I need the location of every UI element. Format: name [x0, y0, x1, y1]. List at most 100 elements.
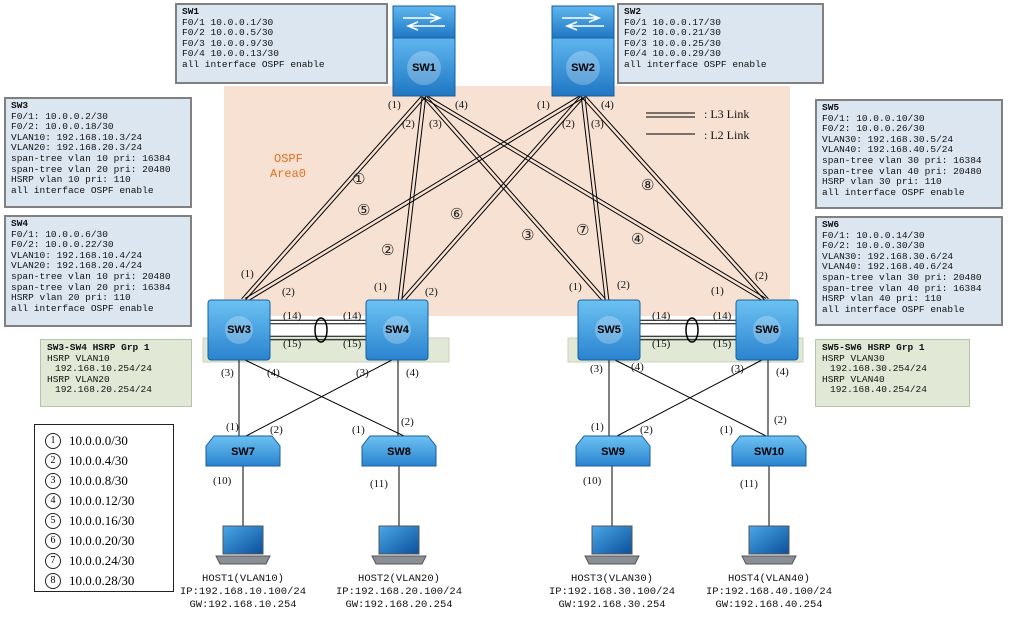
- info-line: span-tree vlan 40 pri: 20480: [822, 165, 982, 177]
- subnet-number: 2: [45, 453, 61, 469]
- info-line: F0/3 10.0.0.25/30: [624, 37, 721, 49]
- info-line: F0/2 10.0.0.5/30: [182, 27, 274, 39]
- subnet-network: 10.0.0.20/30: [69, 533, 135, 548]
- hsrp-left-box: SW3-SW4 HSRP Grp 1 HSRP VLAN10 192.168.1…: [40, 339, 192, 407]
- subnet-network: 10.0.0.0/30: [69, 433, 128, 448]
- hsrp-line: HSRP VLAN30: [822, 352, 885, 364]
- sw3-icon: [207, 299, 271, 361]
- ospf-area-label: OSPF Area0: [270, 152, 306, 182]
- host3-gw: GW:192.168.30.254: [558, 599, 666, 611]
- subnet-number: 7: [45, 553, 61, 569]
- info-line: VLAN10: 192.168.10.3/24: [11, 131, 143, 143]
- port-label-1: (1): [241, 268, 254, 280]
- host4-gw: GW:192.168.40.254: [715, 599, 823, 611]
- sw10-label: SW10: [754, 446, 784, 458]
- subnet-network: 10.0.0.8/30: [69, 473, 128, 488]
- port-label-4: (4): [776, 366, 789, 378]
- sw8-label: SW8: [387, 446, 411, 458]
- host4-label: HOST4(VLAN40) IP:192.168.40.100/24 GW:19…: [702, 573, 836, 612]
- l3-links: [241, 94, 769, 341]
- info-line: HSRP vlan 30 pri: 110: [822, 176, 942, 188]
- port-label-3: (3): [731, 363, 744, 375]
- sw7-label: SW7: [231, 446, 255, 458]
- port-label-1: (1): [591, 421, 604, 433]
- sw3-info-title: SW3: [11, 100, 29, 111]
- subnet-number: 3: [45, 473, 61, 489]
- sw1-info-box: SW1 F0/1 10.0.0.1/30 F0/2 10.0.0.5/30 F0…: [175, 3, 388, 84]
- port-label-1: (1): [374, 281, 387, 293]
- info-line: all interface OSPF enable: [822, 303, 965, 315]
- port-label-11: (11): [370, 478, 388, 490]
- sw4-info-box: SW4 F0/1: 10.0.0.6/30 F0/2: 10.0.0.22/30…: [4, 215, 192, 327]
- link-marker-7: ⑦: [576, 221, 590, 239]
- info-line: VLAN20: 192.168.20.4/24: [11, 260, 143, 272]
- port-label-2: (2): [282, 286, 295, 298]
- hsrp-line: 192.168.10.254/24: [55, 363, 152, 375]
- link-marker-1: ①: [352, 170, 366, 188]
- port-label-15: (15): [713, 338, 732, 350]
- info-line: span-tree vlan 20 pri: 16384: [11, 281, 171, 293]
- info-line: span-tree vlan 30 pri: 20480: [822, 271, 982, 283]
- host2-label: HOST2(VLAN20) IP:192.168.20.100/24 GW:19…: [332, 573, 466, 612]
- sw6-info-title: SW6: [822, 219, 840, 230]
- subnet-number: 8: [45, 573, 61, 589]
- info-line: all interface OSPF enable: [624, 58, 767, 70]
- info-line: span-tree vlan 10 pri: 16384: [11, 152, 171, 164]
- port-label-4: (4): [267, 367, 280, 379]
- ospf-area-region: [224, 86, 790, 316]
- info-line: F0/1: 10.0.0.14/30: [822, 229, 925, 241]
- info-line: VLAN40: 192.168.40.5/24: [822, 144, 954, 156]
- info-line: F0/1: 10.0.0.2/30: [11, 110, 108, 122]
- host3-name: HOST3(VLAN30): [571, 573, 653, 585]
- info-line: span-tree vlan 20 pri: 20480: [11, 163, 171, 175]
- hsrp-line: HSRP VLAN10: [47, 352, 110, 364]
- host2-laptop-icon: [371, 525, 427, 565]
- info-line: span-tree vlan 30 pri: 16384: [822, 154, 982, 166]
- host3-laptop-icon: [584, 525, 640, 565]
- sw1-label: SW1: [412, 62, 436, 74]
- port-label-14: (14): [283, 310, 302, 322]
- l2-link-sw4-sw7: [245, 359, 393, 437]
- subnet-network: 10.0.0.12/30: [69, 493, 135, 508]
- l3-link-sw2-sw6: [583, 94, 769, 300]
- port-label-4: (4): [601, 99, 614, 111]
- port-label-4: (4): [406, 367, 419, 379]
- l3-link-sw2-sw3: [246, 97, 585, 302]
- port-label-1: (1): [720, 424, 733, 436]
- etherchannel-right: [685, 317, 699, 343]
- host1-laptop-icon: [215, 525, 271, 565]
- port-label-14: (14): [343, 310, 362, 322]
- port-label-1: (1): [569, 281, 582, 293]
- l3-link-sw2-sw6: [581, 96, 767, 302]
- host4-laptop-icon: [741, 525, 797, 565]
- port-label-2: (2): [401, 416, 414, 428]
- link-marker-8: ⑧: [641, 176, 655, 194]
- sw6-icon: [735, 299, 799, 361]
- host1-gw: GW:192.168.10.254: [189, 599, 297, 611]
- port-label-2: (2): [425, 286, 438, 298]
- subnet-legend-row: 8 10.0.0.28/30: [45, 571, 173, 591]
- host1-ip: IP:192.168.10.100/24: [179, 586, 307, 598]
- sw6-info-box: SW6 F0/1: 10.0.0.14/30 F0/2: 10.0.0.30/3…: [815, 216, 1003, 326]
- info-line: F0/2: 10.0.0.26/30: [822, 123, 925, 135]
- l3-link-sw2-sw4: [403, 96, 585, 302]
- host4-ip: IP:192.168.40.100/24: [705, 586, 833, 598]
- hsrp-right-title: SW5-SW6 HSRP Grp 1: [822, 342, 925, 353]
- l3-link-sw2-sw5: [580, 96, 606, 301]
- sw5-info-box: SW5 F0/1: 10.0.0.10/30 F0/2: 10.0.0.26/3…: [815, 99, 1003, 209]
- l2-link-sw6-sw9: [616, 359, 763, 437]
- hsrp-line: HSRP VLAN40: [822, 373, 885, 385]
- port-label-15: (15): [343, 338, 362, 350]
- info-line: HSRP vlan 40 pri: 110: [822, 293, 942, 305]
- sw7-icon: [205, 435, 281, 467]
- sw3-label: SW3: [227, 324, 251, 336]
- info-line: VLAN10: 192.168.10.4/24: [11, 249, 143, 261]
- subnet-network: 10.0.0.28/30: [69, 573, 135, 588]
- port-label-4: (4): [631, 361, 644, 373]
- link-marker-2: ②: [381, 241, 395, 259]
- subnet-network: 10.0.0.16/30: [69, 513, 135, 528]
- port-label-14: (14): [713, 310, 732, 322]
